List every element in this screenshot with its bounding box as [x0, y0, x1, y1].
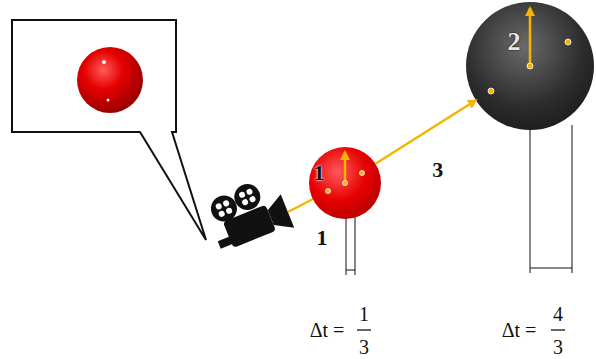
- highlight: [102, 60, 106, 64]
- sample-dot: [360, 171, 365, 176]
- fraction-bar: [551, 329, 565, 330]
- speech-bubble: [12, 20, 206, 240]
- formula-text: 3: [359, 337, 369, 357]
- sphere-node: 1: [309, 147, 381, 219]
- formula-text: 4: [553, 304, 563, 324]
- sample-dot: [488, 88, 494, 94]
- edge-group: [375, 100, 475, 164]
- normal-arrow: [344, 152, 347, 183]
- bubble-sphere: [77, 47, 143, 113]
- bracket-line: [530, 268, 572, 269]
- normal-arrow: [529, 8, 532, 66]
- distance-label: 3: [430, 158, 445, 182]
- fraction-bar: [357, 329, 371, 330]
- formula-text: 3: [553, 337, 563, 357]
- sample-dot: [565, 39, 571, 45]
- bracket-line: [530, 130, 531, 273]
- highlight: [107, 99, 110, 102]
- camera-icon: [202, 173, 295, 256]
- formula-text: Δt =: [502, 320, 537, 340]
- formula-text: Δt =: [310, 320, 345, 340]
- ray-connector: [375, 100, 475, 164]
- sample-dot: [343, 181, 348, 186]
- formula-text: 1: [359, 304, 369, 324]
- sphere-node: 2: [466, 2, 594, 130]
- bracket-line: [572, 125, 573, 273]
- sample-dot: [527, 63, 533, 69]
- sample-dot: [326, 189, 331, 194]
- sphere-number: 2: [508, 29, 521, 55]
- distance-label: 1: [317, 227, 328, 249]
- sphere-number: 1: [314, 162, 325, 184]
- bracket-line: [346, 270, 355, 271]
